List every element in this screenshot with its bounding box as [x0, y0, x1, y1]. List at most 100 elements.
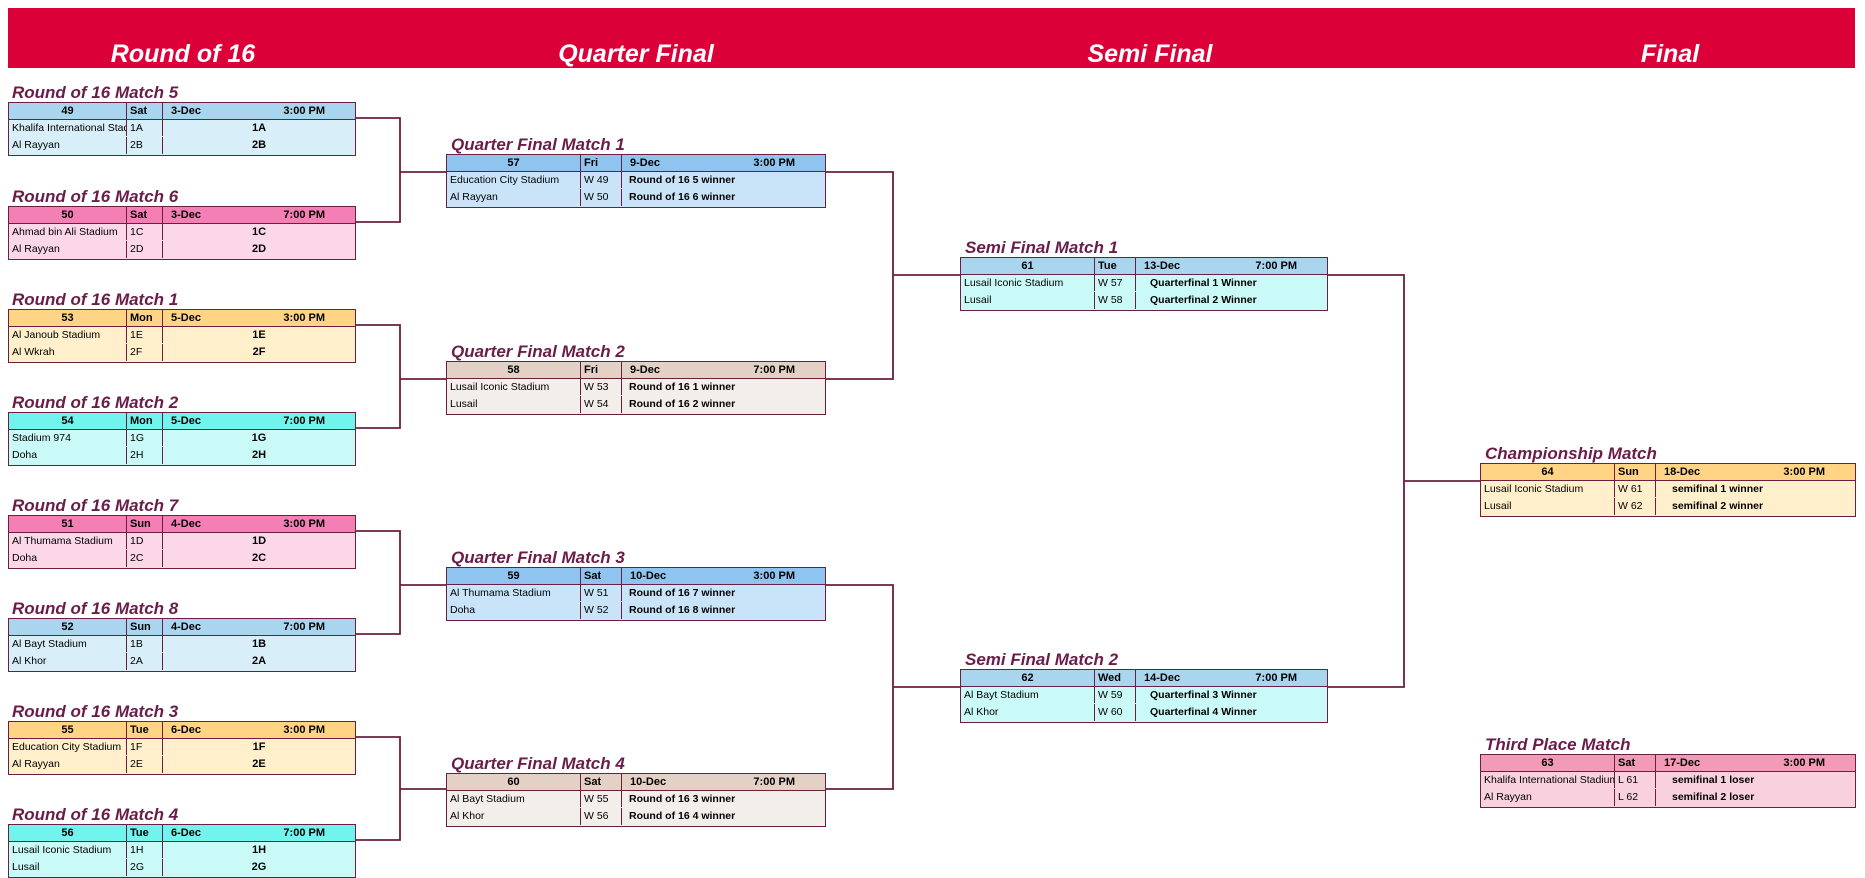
match-number: 53 [9, 310, 127, 326]
seed-1: W 51 [581, 585, 622, 601]
round-title-sf: Semi Final [1087, 40, 1213, 68]
venue: Stadium 974 [9, 430, 127, 446]
seed-1: 1B [127, 636, 163, 652]
match-number: 57 [447, 155, 581, 171]
team-2: semifinal 2 loser [1672, 791, 1755, 803]
match-time: 7:00 PM [753, 776, 795, 788]
team-2: Quarterfinal 2 Winner [1150, 294, 1257, 306]
seed-1: 1F [127, 739, 163, 755]
qf-match-label: Quarter Final Match 1 [451, 135, 625, 154]
team-1: 1E [252, 329, 266, 341]
match-time: 7:00 PM [1255, 672, 1297, 684]
match-number: 64 [1481, 464, 1615, 480]
match-number: 54 [9, 413, 127, 429]
match-date: 4-Dec [171, 621, 201, 633]
match-day: Mon [127, 310, 163, 326]
seed-1: 1C [127, 224, 163, 240]
city: Lusail [9, 859, 127, 876]
team-2: 2H [251, 449, 267, 461]
venue: Al Bayt Stadium [961, 687, 1095, 703]
connector-sf-pair [1327, 274, 1405, 688]
venue: Lusail Iconic Stadium [9, 842, 127, 858]
match-time: 3:00 PM [283, 105, 325, 117]
team-1: 1C [251, 226, 267, 238]
city: Al Rayyan [9, 137, 127, 154]
match-time: 3:00 PM [1783, 757, 1825, 769]
match-date: 13-Dec [1144, 260, 1181, 272]
team-2: Round of 16 8 winner [629, 604, 736, 616]
match-date: 5-Dec [171, 312, 201, 324]
seed-2: 2H [127, 447, 163, 464]
seed-2: W 62 [1615, 498, 1656, 515]
team-1: Quarterfinal 3 Winner [1150, 689, 1257, 701]
match-date: 9-Dec [630, 364, 660, 376]
seed-1: W 53 [581, 379, 622, 395]
connector-qf-pair-1 [825, 171, 894, 380]
city: Lusail [961, 292, 1095, 309]
city: Lusail [447, 396, 581, 413]
third-place-match-label: Third Place Match [1485, 735, 1631, 754]
match-date: 10-Dec [630, 776, 667, 788]
team-1: 1B [251, 638, 267, 650]
seed-1: W 61 [1615, 481, 1656, 497]
city: Al Rayyan [1481, 789, 1615, 806]
match-number: 51 [9, 516, 127, 532]
city: Al Khor [447, 808, 581, 825]
match-number: 61 [961, 258, 1095, 274]
match-date: 5-Dec [171, 415, 201, 427]
match-number: 49 [9, 103, 127, 119]
seed-2: W 60 [1095, 704, 1136, 721]
match-day: Tue [127, 722, 163, 738]
venue: Lusail Iconic Stadium [447, 379, 581, 395]
city: Al Rayyan [9, 241, 127, 258]
seed-2: W 54 [581, 396, 622, 413]
venue: Al Bayt Stadium [447, 791, 581, 807]
match-number: 56 [9, 825, 127, 841]
match-time: 7:00 PM [283, 827, 325, 839]
team-1: 1D [251, 535, 267, 547]
team-2: 2C [251, 552, 267, 564]
seed-2: 2C [127, 550, 163, 567]
seed-2: W 56 [581, 808, 622, 825]
team-2: 2E [252, 758, 266, 770]
connector-r16-pair-4 [355, 736, 401, 841]
venue: Al Thumama Stadium [447, 585, 581, 601]
seed-1: L 61 [1615, 772, 1656, 788]
team-2: Round of 16 2 winner [629, 398, 736, 410]
venue: Al Thumama Stadium [9, 533, 127, 549]
team-2: 2F [252, 346, 266, 358]
championship-match-label: Championship Match [1485, 444, 1657, 463]
seed-2: 2E [127, 756, 163, 773]
match-time: 3:00 PM [283, 724, 325, 736]
match-time: 7:00 PM [1255, 260, 1297, 272]
city: Doha [447, 602, 581, 619]
match-day: Fri [581, 155, 622, 171]
connector-qf-pair-2 [825, 584, 894, 790]
match-day: Tue [127, 825, 163, 841]
qf-match-label: Quarter Final Match 3 [451, 548, 625, 567]
match-day: Sun [1615, 464, 1656, 480]
match-time: 3:00 PM [283, 518, 325, 530]
seed-1: 1H [127, 842, 163, 858]
seed-2: 2G [127, 859, 163, 876]
match-day: Sat [127, 207, 163, 223]
match-day: Mon [127, 413, 163, 429]
city: Al Wkrah [9, 344, 127, 361]
match-number: 52 [9, 619, 127, 635]
team-1: 1A [251, 122, 267, 134]
team-2: Quarterfinal 4 Winner [1150, 706, 1257, 718]
city: Al Khor [9, 653, 127, 670]
match-time: 3:00 PM [1783, 466, 1825, 478]
venue: Education City Stadium [447, 172, 581, 188]
